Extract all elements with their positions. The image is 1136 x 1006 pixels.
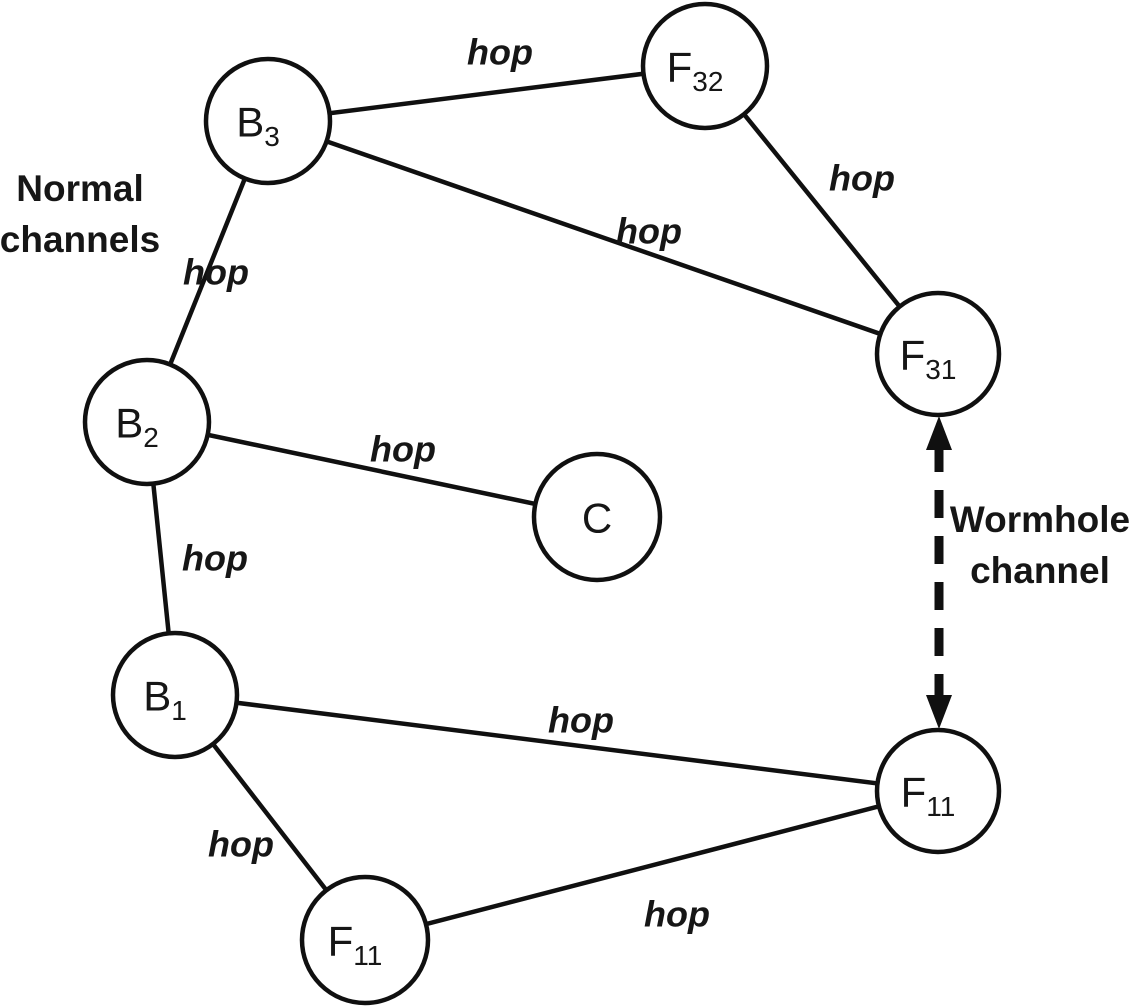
edge-b3-f32 [265,63,708,124]
normal-channels-label: Normal channels [0,163,164,265]
edge-label-hop-b3-b2: hop [183,252,249,293]
node-label-subscript-b1: 1 [171,695,187,726]
node-circle-b2 [82,357,212,487]
edge-label-hop-b2-c: hop [370,429,436,470]
node-circle-f11b [299,874,431,1006]
edge-label-hop-b3-f31: hop [616,211,682,252]
edge-label-hop-b2-b1: hop [182,538,248,579]
node-label-subscript-b3: 3 [264,121,280,152]
edge-f11b-f11r [362,788,941,943]
wormhole-arrowhead-up-icon [926,416,952,450]
node-circle-f11r [874,727,1002,855]
edge-b2-c [144,419,600,520]
node-circle-b3 [203,56,333,186]
node-label-b1: B1 [143,673,187,726]
wormhole-arrowhead-down-icon [926,695,952,729]
edge-label-hop-f32-f31: hop [829,158,895,199]
edge-label-hop-b1-f11r: hop [548,700,614,741]
edge-b1-f11r [172,692,941,794]
node-label-subscript-f31: 31 [925,354,956,385]
edge-label-hop-b1-f11b: hop [208,824,274,865]
node-circle-b1 [110,630,240,760]
wormhole-channel-line1: Wormhole [949,499,1131,540]
node-label-subscript-f32: 32 [692,66,723,97]
node-circle-c [531,451,663,583]
edge-label-hop-b3-f32: hop [467,32,533,73]
node-label-subscript-f11b: 11 [353,940,382,971]
normal-channels-line2: channels [0,219,161,260]
node-label-subscript-f11r: 11 [926,791,955,822]
edge-b3-f31 [265,118,941,357]
wormhole-channel-label: Wormhole channel [942,494,1136,596]
wormhole-channel-line2: channel [970,550,1110,591]
node-label-subscript-b2: 2 [143,422,159,453]
normal-channels-line1: Normal [16,168,144,209]
node-circle-f31 [874,290,1002,418]
node-circle-f32 [640,1,770,131]
edge-label-hop-f11b-f11r: hop [644,894,710,935]
node-label-c: C [582,495,612,542]
